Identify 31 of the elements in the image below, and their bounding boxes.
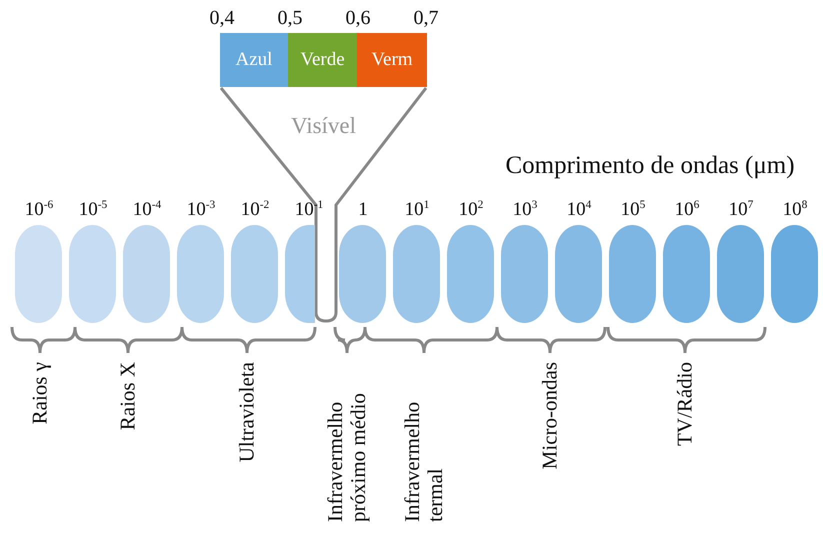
wavelength-value: 10$^{4}$ <box>566 199 592 221</box>
color-band: Azul <box>220 33 288 87</box>
band-name: Raios X <box>116 362 140 430</box>
band-name: TV/Rádio <box>674 362 696 446</box>
wavelength-value: 10$^{-3}$ <box>186 199 216 221</box>
wavelength-value: 10$^{-1}$ <box>294 199 324 221</box>
wavelength-value: 10$^{7}$ <box>728 199 754 221</box>
band-name: Micro-ondas <box>538 362 562 470</box>
wavelength-value: 10$^{1}$ <box>404 199 430 221</box>
wavelength-value: 10$^{-6}$ <box>24 199 54 221</box>
scale-value: 0,7 <box>414 7 438 30</box>
wavelength-value: 10$^{-2}$ <box>240 199 270 221</box>
scale-value: 0,4 <box>210 7 234 30</box>
band-name: Infravermelho termal <box>401 400 447 522</box>
wavelength-value: 10$^{8}$ <box>782 199 808 221</box>
color-band: Verde <box>288 33 357 87</box>
wavelength-value: 10$^{-5}$ <box>78 199 108 221</box>
band-name: Ultravioleta <box>236 362 258 462</box>
wavelength-value: 10$^{6}$ <box>674 199 700 221</box>
spectrum-title: Visível <box>290 113 358 139</box>
wavelength-value: 10$^{3}$ <box>512 199 538 221</box>
axis-title: Comprimento de ondas (μm) <box>505 152 795 180</box>
wavelength-value: 10$^{2}$ <box>458 199 484 221</box>
scale-value: 0,6 <box>346 7 370 30</box>
band-name: Raios γ <box>28 362 52 424</box>
wavelength-value: 1 <box>358 199 368 221</box>
color-band: Verm <box>357 33 427 87</box>
wavelength-value: 10$^{-4}$ <box>132 199 162 221</box>
wavelength-value: 10$^{5}$ <box>620 199 646 221</box>
band-name: Infravermelho próximo médio <box>324 392 370 522</box>
scale-value: 0,5 <box>278 7 302 30</box>
